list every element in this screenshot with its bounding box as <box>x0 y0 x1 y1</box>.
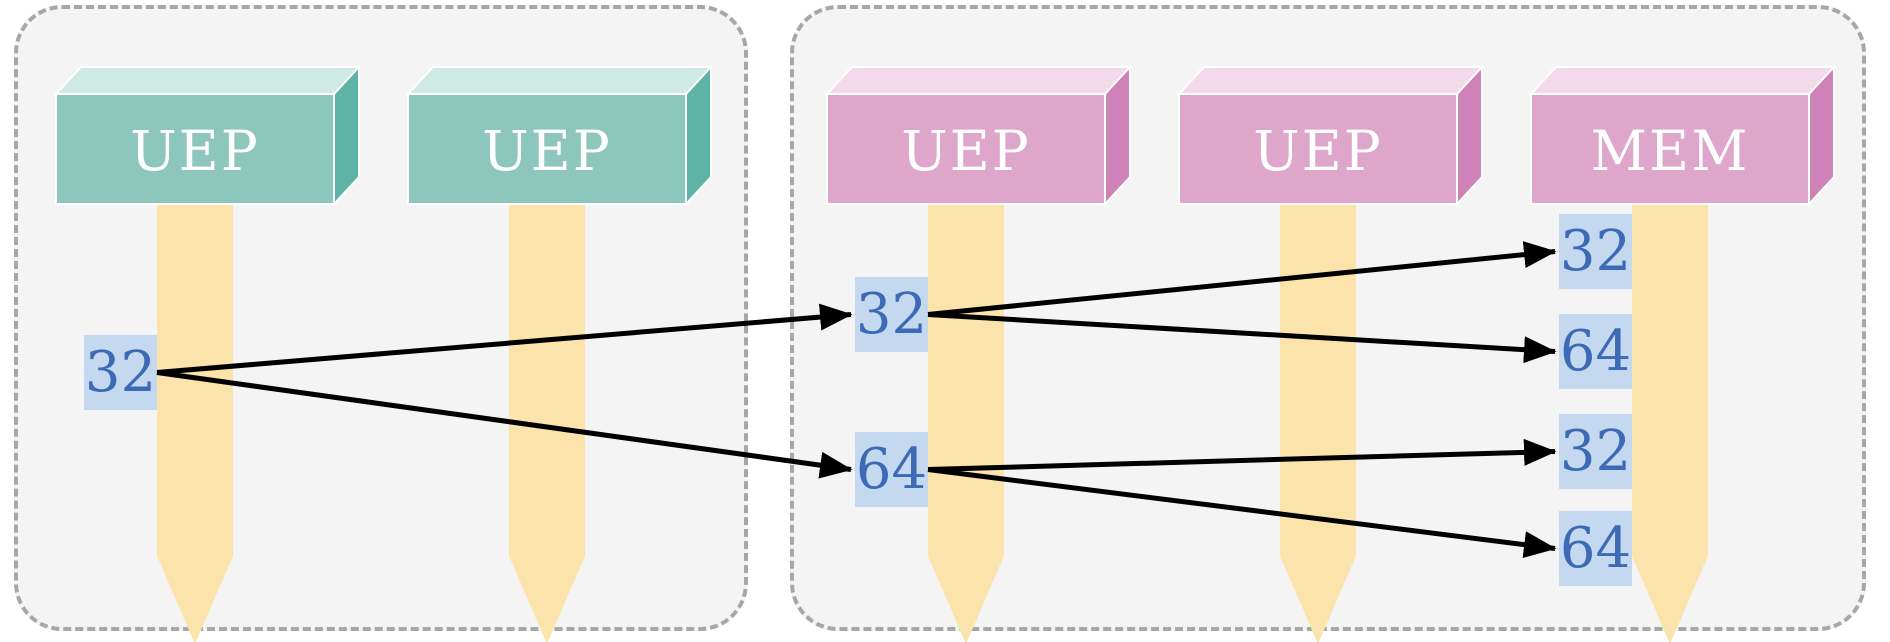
box-front-face <box>55 93 335 205</box>
box-label: UEP <box>901 119 1031 183</box>
bitwidth-tag: 32 <box>1559 414 1632 489</box>
bitwidth-tag: 64 <box>1559 314 1632 389</box>
panel-left-uep-group: UEP UEP 32 <box>14 5 748 642</box>
timeline-arrow <box>1280 204 1356 642</box>
box-top-face <box>1176 66 1485 95</box>
bitwidth-tag: 32 <box>84 335 157 410</box>
box-top-face <box>405 66 714 95</box>
box-label: UEP <box>130 119 260 183</box>
box-front-face <box>826 93 1106 205</box>
box-top-face <box>53 66 362 95</box>
bitwidth-tag: 32 <box>1559 214 1632 289</box>
uep-box: UEP <box>53 64 362 207</box>
bitwidth-tag: 64 <box>1559 511 1632 586</box>
box-front-face <box>1178 93 1458 205</box>
panel-right-uep-mem-group: UEP UEP MEM 32 64 32 64 32 64 <box>790 5 1866 642</box>
box-label: UEP <box>1253 119 1383 183</box>
uep-box: UEP <box>405 64 714 207</box>
box-top-face <box>1528 66 1837 95</box>
box-label: MEM <box>1591 119 1750 183</box>
mem-box: MEM <box>1528 64 1837 207</box>
bitwidth-tag: 32 <box>855 277 928 352</box>
uep-box: UEP <box>1176 64 1485 207</box>
timeline-arrow <box>928 204 1004 642</box>
box-label: UEP <box>482 119 612 183</box>
box-top-face <box>824 66 1133 95</box>
timeline-arrow <box>509 204 585 642</box>
box-front-face <box>1530 93 1810 205</box>
box-front-face <box>407 93 687 205</box>
uep-box: UEP <box>824 64 1133 207</box>
timeline-arrow <box>1632 204 1708 642</box>
timeline-arrow <box>157 204 233 642</box>
bitwidth-tag: 64 <box>855 432 928 507</box>
